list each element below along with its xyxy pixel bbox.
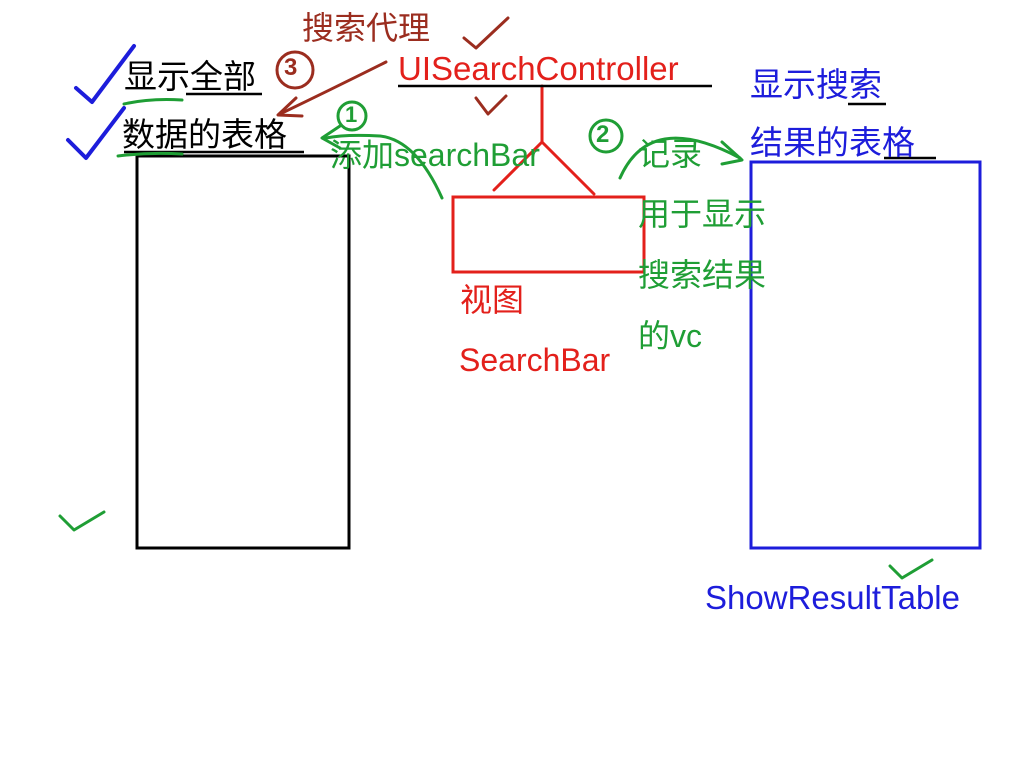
record-vc-arrow (618, 136, 742, 180)
left-title-line2: 数据的表格 (122, 116, 287, 153)
step3-number: 3 (284, 54, 298, 81)
check-mark-brown-2 (474, 94, 508, 116)
add-searchbar-arrow (324, 133, 444, 200)
step1-number: 1 (345, 102, 358, 127)
delegate-arrowhead (276, 96, 304, 118)
check-mark-blue-1 (74, 44, 136, 104)
record-line1: 记录 (638, 136, 703, 172)
right-title-line1: 显示搜索 (750, 66, 882, 103)
left-title2-green-underline (116, 151, 184, 158)
view-label: 视图 (460, 282, 525, 318)
delegate-arrow (278, 60, 388, 116)
controller-connector (492, 84, 596, 196)
step2-number: 2 (596, 121, 610, 148)
left-title-line1: 显示全部 (124, 58, 256, 95)
search-delegate-label: 搜索代理 (302, 10, 431, 46)
record-vc-arrowhead (720, 140, 744, 166)
check-mark-blue-2 (66, 106, 126, 160)
step2-circle (588, 118, 624, 154)
all-data-table-box (135, 154, 351, 550)
left-title1-green-underline (122, 98, 184, 106)
add-searchbar-label: 添加searchBar (330, 137, 540, 173)
right-title-line2: 结果的表格 (750, 124, 915, 161)
add-searchbar-arrowhead (320, 124, 342, 150)
record-line3: 搜索结果 (638, 257, 767, 293)
result-table-box (749, 160, 982, 550)
searchbar-label: SearchBar (459, 342, 611, 378)
show-result-table-label: ShowResultTable (705, 579, 960, 616)
check-mark-brown-1 (462, 16, 510, 50)
step3-circle (275, 50, 315, 90)
record-line4: 的vc (638, 318, 703, 354)
check-mark-green-left (58, 510, 106, 532)
controller-label: UISearchController (398, 50, 679, 87)
record-line2: 用于显示 (638, 196, 767, 232)
step1-circle (336, 100, 368, 132)
check-mark-green-right (888, 558, 934, 580)
searchbar-view-box (451, 195, 646, 274)
